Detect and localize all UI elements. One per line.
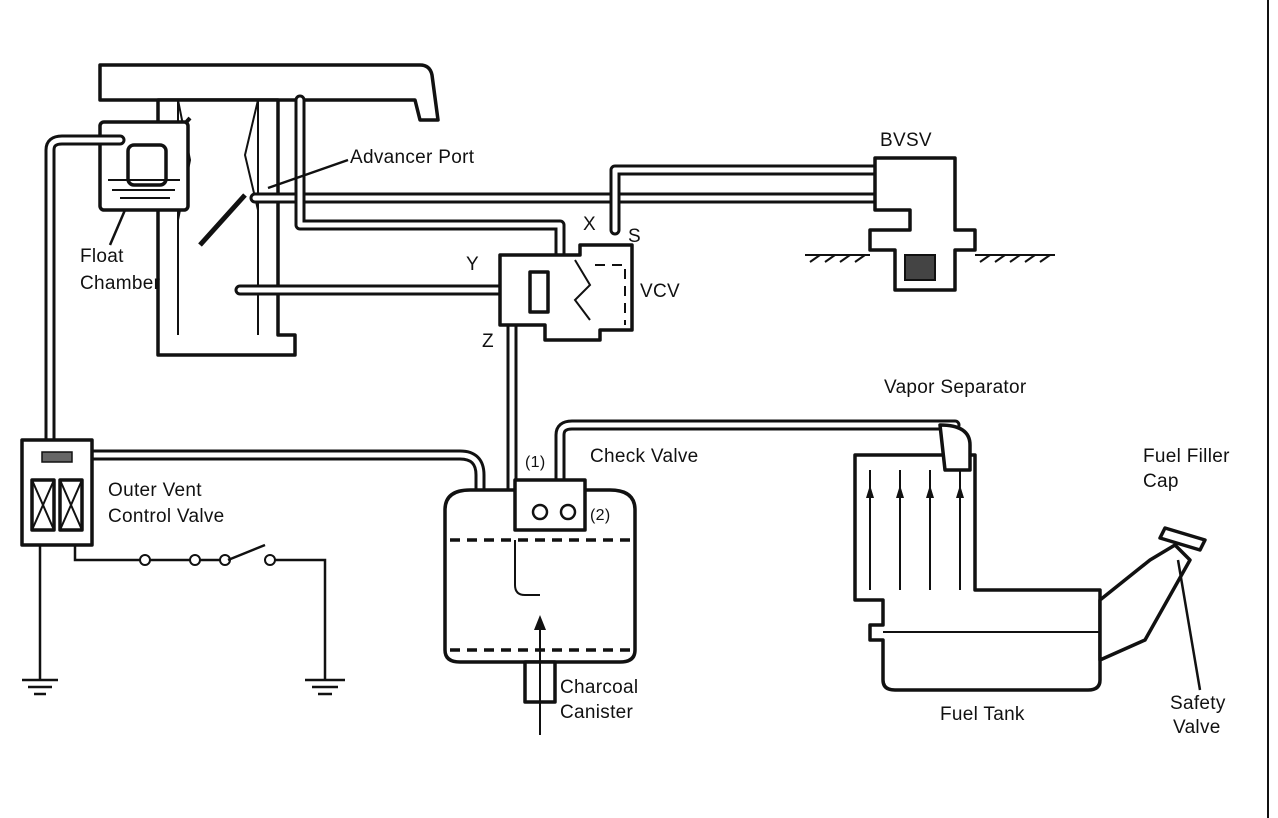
terminal-1 xyxy=(139,554,151,566)
label-cap: Cap xyxy=(1143,471,1179,492)
fuel-tank-body xyxy=(853,453,1102,692)
check-ball-1 xyxy=(531,503,549,521)
vcv-diaphragm xyxy=(573,259,592,321)
label-safety: Safety xyxy=(1170,693,1226,714)
air-inlet-arrowhead xyxy=(534,615,546,630)
vcv-spring xyxy=(595,264,626,325)
terminal-4 xyxy=(264,554,276,566)
switch-wire xyxy=(73,545,327,680)
switch-lever xyxy=(227,543,266,562)
label-port-2: (2) xyxy=(590,507,610,524)
terminal-2 xyxy=(189,554,201,566)
bvsv-valve xyxy=(805,156,1055,292)
label-outer-vent: Outer Vent xyxy=(108,480,202,501)
vcv-valve xyxy=(498,243,634,342)
label-float: Float xyxy=(80,246,124,267)
labels: Advancer Port BVSV Float Chamber X S Y V… xyxy=(80,130,1230,738)
fuel-tank-assembly xyxy=(853,423,1207,692)
check-ball-2 xyxy=(559,503,577,521)
label-fuel-tank: Fuel Tank xyxy=(940,704,1025,725)
label-canister: Canister xyxy=(560,702,634,723)
engine-hatching xyxy=(809,254,1051,263)
label-port-y: Y xyxy=(466,254,479,275)
bvsv-body xyxy=(868,156,977,292)
fuel-level xyxy=(108,179,180,199)
x-port-pipe xyxy=(294,94,566,271)
ground-symbol-right xyxy=(305,678,345,696)
safety-valve-leader xyxy=(1176,559,1202,691)
label-port-1: (1) xyxy=(525,454,545,471)
label-port-s: S xyxy=(628,226,641,247)
label-control-valve: Control Valve xyxy=(108,506,225,527)
wiring xyxy=(22,543,345,696)
float-leader-line xyxy=(108,209,127,246)
vapor-separator-top xyxy=(938,423,972,472)
canister-inner-tube xyxy=(514,540,540,596)
ovcv-plunger xyxy=(41,451,73,463)
air-horn xyxy=(98,63,440,122)
vcv-body xyxy=(498,243,634,342)
vcv-piston xyxy=(528,270,550,314)
throttle-valve xyxy=(198,193,247,247)
separator-tubes xyxy=(869,470,961,590)
charcoal-canister xyxy=(443,478,637,735)
pipes xyxy=(44,94,961,506)
label-bvsv: BVSV xyxy=(880,130,932,151)
check-valve-body xyxy=(513,478,587,532)
float xyxy=(126,143,168,187)
fuel-filler-cap xyxy=(1158,526,1207,552)
label-vcv: VCV xyxy=(640,281,680,302)
ovcv-coil-x xyxy=(31,479,83,531)
label-charcoal: Charcoal xyxy=(560,677,638,698)
outer-vent-control-valve xyxy=(20,438,94,547)
label-port-z: Z xyxy=(482,331,494,352)
advancer-leader-line xyxy=(267,158,349,190)
label-valve: Valve xyxy=(1173,717,1221,738)
canister-body xyxy=(443,488,637,664)
label-chamber: Chamber xyxy=(80,273,161,294)
label-advancer-port: Advancer Port xyxy=(350,147,475,168)
ground-symbol-left xyxy=(22,678,58,696)
bvsv-element xyxy=(904,254,936,281)
label-port-x: X xyxy=(583,214,596,235)
label-fuel-filler: Fuel Filler xyxy=(1143,446,1230,467)
label-vapor-separator: Vapor Separator xyxy=(884,377,1027,398)
label-check-valve: Check Valve xyxy=(590,446,699,467)
filler-neck xyxy=(1098,543,1192,662)
